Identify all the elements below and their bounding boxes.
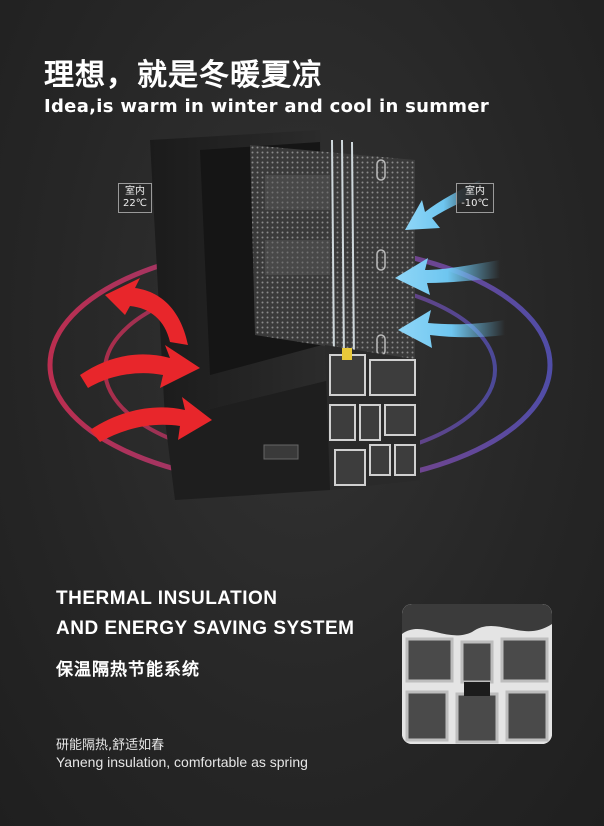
tag-label: 室内 xyxy=(125,186,145,197)
window-illustration xyxy=(47,130,553,500)
tag-value: -10℃ xyxy=(461,198,489,209)
profile-closeup-image xyxy=(402,604,552,744)
window-cross-section-icon xyxy=(150,130,420,500)
title-english: Idea,is warm in winter and cool in summe… xyxy=(44,96,490,117)
feature-heading-line1: THERMAL INSULATION xyxy=(56,588,278,609)
tag-label: 室内 xyxy=(465,186,485,197)
feature-heading-chinese: 保温隔热节能系统 xyxy=(56,660,200,680)
warm-airflow-arrows-icon xyxy=(80,278,212,442)
indoor-temp-tag: 室内 22℃ xyxy=(118,183,152,213)
tagline-chinese: 研能隔热,舒适如春 xyxy=(56,738,165,753)
aluminum-profile-icon xyxy=(402,604,552,744)
tag-value: 22℃ xyxy=(123,198,147,209)
feature-heading-line2: AND ENERGY SAVING SYSTEM xyxy=(56,618,355,639)
title-chinese: 理想，就是冬暖夏凉 xyxy=(44,58,323,93)
outdoor-temp-tag: 室内 -10℃ xyxy=(456,183,494,213)
tagline-english: Yaneng insulation, comfortable as spring xyxy=(56,754,308,770)
